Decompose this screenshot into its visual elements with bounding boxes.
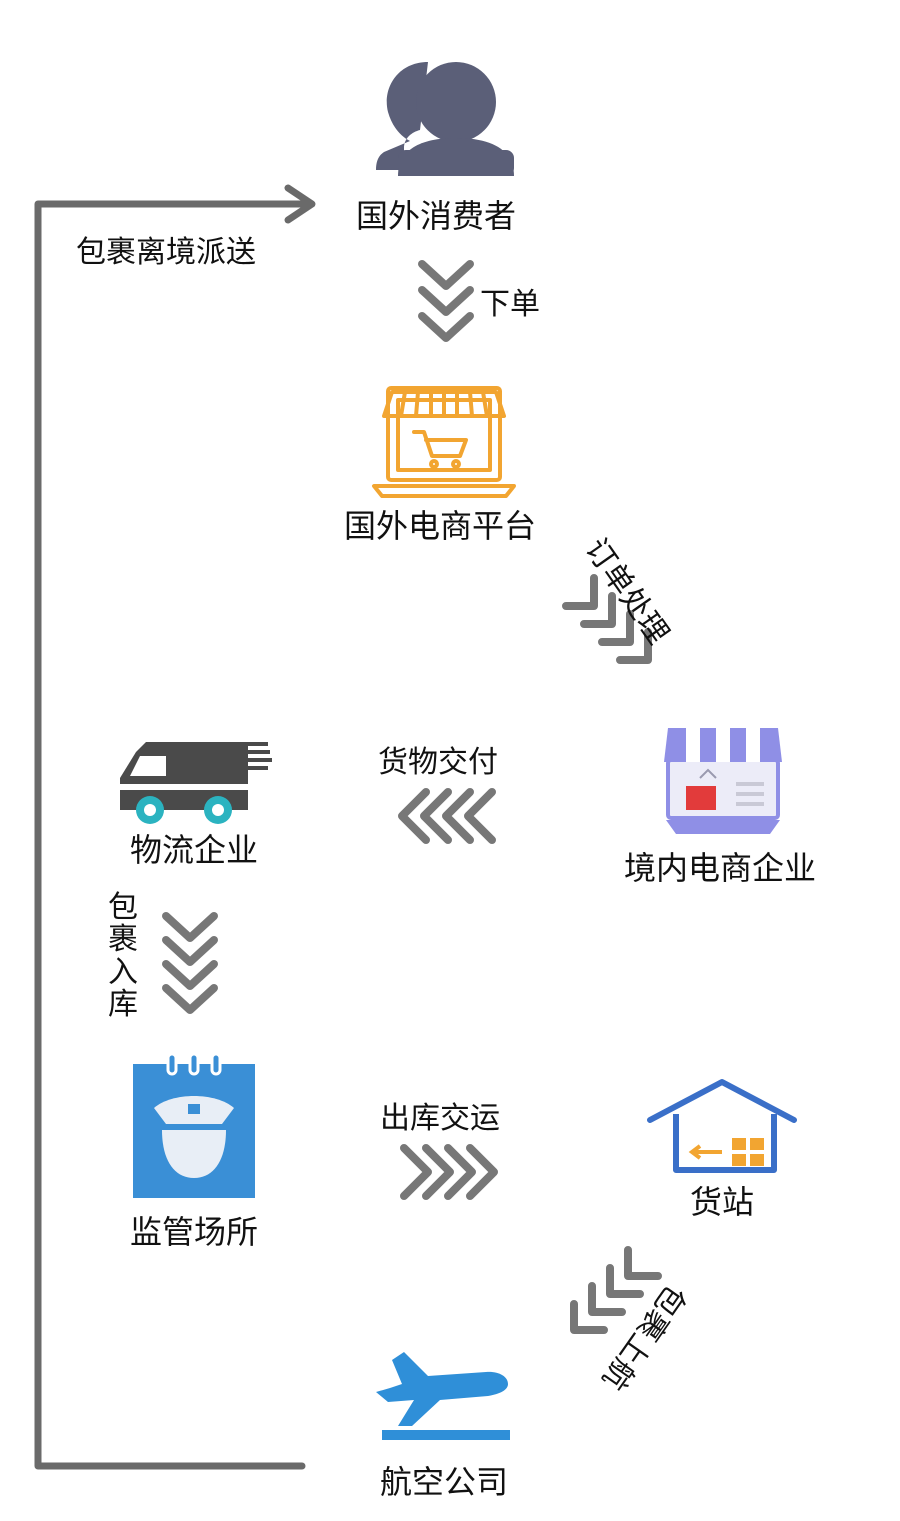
warehouse-icon [647,1079,797,1173]
node-label-domestic: 境内电商企业 [624,849,817,887]
delivery-truck-icon [120,742,272,824]
user-icon [376,62,514,176]
chevrons-down-order [418,260,474,342]
node-label-platform: 国外电商平台 [344,507,537,545]
node-label-airline: 航空公司 [380,1463,509,1501]
step-label-parcel-storage: 包裹入库 [108,890,138,1023]
node-label-station: 货站 [690,1183,755,1221]
chevrons-diagonal-order-processing [562,574,652,664]
shop-monitor-icon [664,728,782,834]
node-label-customs: 监管场所 [130,1213,259,1251]
step-label-outbound-transfer: 出库交运 [380,1101,500,1136]
storefront-laptop-icon [372,386,516,498]
node-label-consumer: 国外消费者 [356,197,517,235]
step-label-place-order: 下单 [480,287,540,322]
return-loop-arrow [34,184,316,1470]
chevrons-down-parcel-storage [162,912,218,1014]
chevrons-left-goods-delivery [398,788,496,844]
step-label-goods-delivery: 货物交付 [378,745,498,780]
chevrons-right-outbound [400,1144,498,1200]
step-label-outbound-dispatch: 包裹离境派送 [76,235,256,270]
chevrons-diagonal-parcel-boarding [570,1246,662,1334]
customs-officer-icon [133,1052,255,1198]
node-label-logistics: 物流企业 [130,831,259,869]
airplane-takeoff-icon [376,1352,510,1440]
